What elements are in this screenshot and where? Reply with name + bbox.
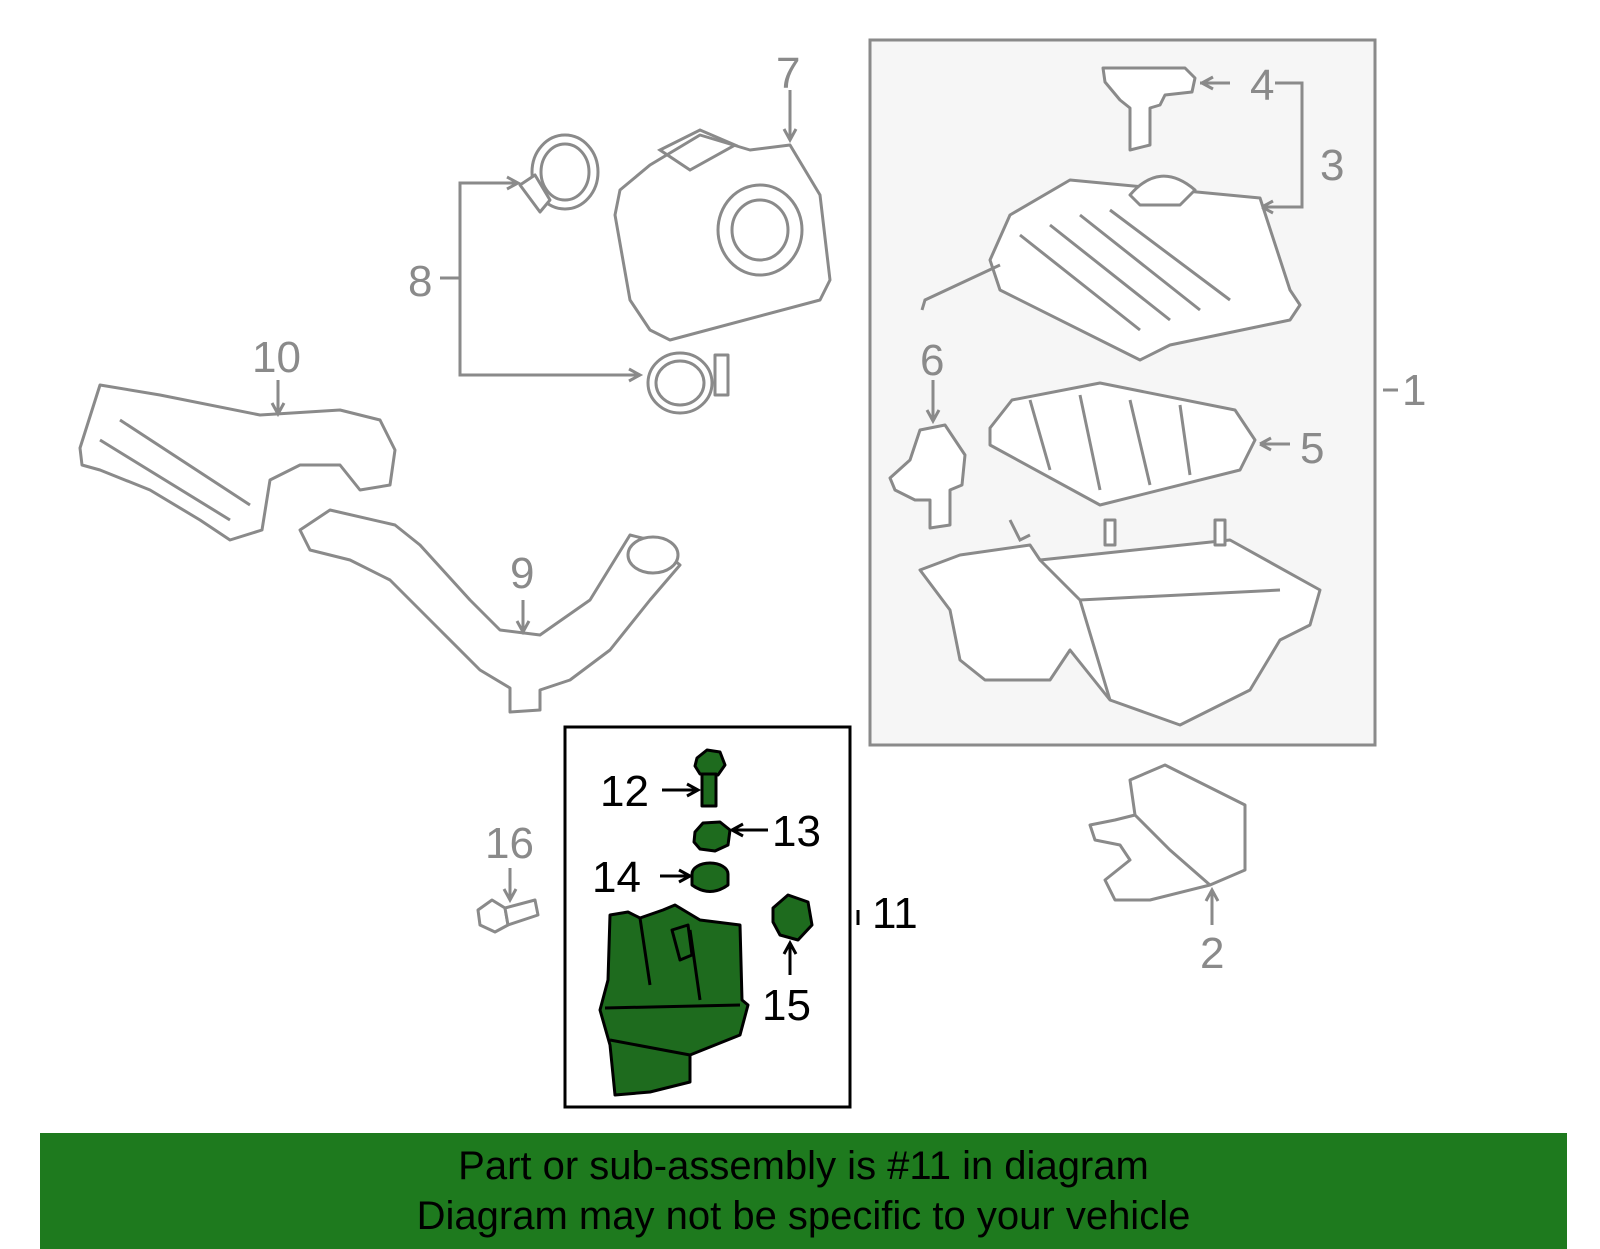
part-15-cap: [771, 893, 814, 942]
callout-13: 13: [772, 807, 821, 856]
banner-line-2: Diagram may not be specific to your vehi…: [416, 1194, 1191, 1238]
callout-14: 14: [592, 853, 641, 902]
part-9-intake-hose: [298, 508, 682, 714]
callout-12: 12: [600, 767, 649, 816]
part-5-filter: [988, 381, 1257, 507]
part-2-bracket: [1088, 763, 1247, 902]
callout-6: 6: [920, 336, 944, 385]
callout-3: 3: [1320, 141, 1344, 190]
callout-4: 4: [1250, 61, 1274, 110]
part-12-bolt: [693, 748, 727, 808]
callout-8: 8: [408, 257, 432, 306]
part-6-sensor: [888, 423, 967, 530]
leader-lines-highlight: [660, 782, 860, 975]
callout-10: 10: [252, 333, 301, 382]
banner-line-1: Part or sub-assembly is #11 in diagram: [458, 1144, 1149, 1188]
info-banner: Part or sub-assembly is #11 in diagram D…: [40, 1133, 1567, 1249]
callout-16: 16: [485, 819, 534, 868]
part-1-cleaner-case: [918, 518, 1322, 727]
part-10-intake-duct: [78, 383, 397, 542]
part-16-bolt: [476, 898, 540, 934]
leader-lines: [270, 75, 1398, 925]
part-3-cleaner-cap: [920, 174, 1302, 362]
part-13-nut: [692, 820, 732, 853]
part-14-grommet: [690, 861, 730, 893]
callout-15: 15: [762, 981, 811, 1030]
callout-9: 9: [510, 549, 534, 598]
callout-1: 1: [1402, 366, 1426, 415]
part-7-housing: [613, 128, 832, 342]
part-11-resonator: [598, 903, 750, 1097]
callout-5: 5: [1300, 424, 1324, 473]
part-4-sensor: [1101, 66, 1197, 152]
callout-11: 11: [872, 889, 918, 938]
part-8-clamps: [518, 133, 730, 415]
callout-2: 2: [1200, 929, 1224, 978]
callout-7: 7: [776, 49, 800, 98]
